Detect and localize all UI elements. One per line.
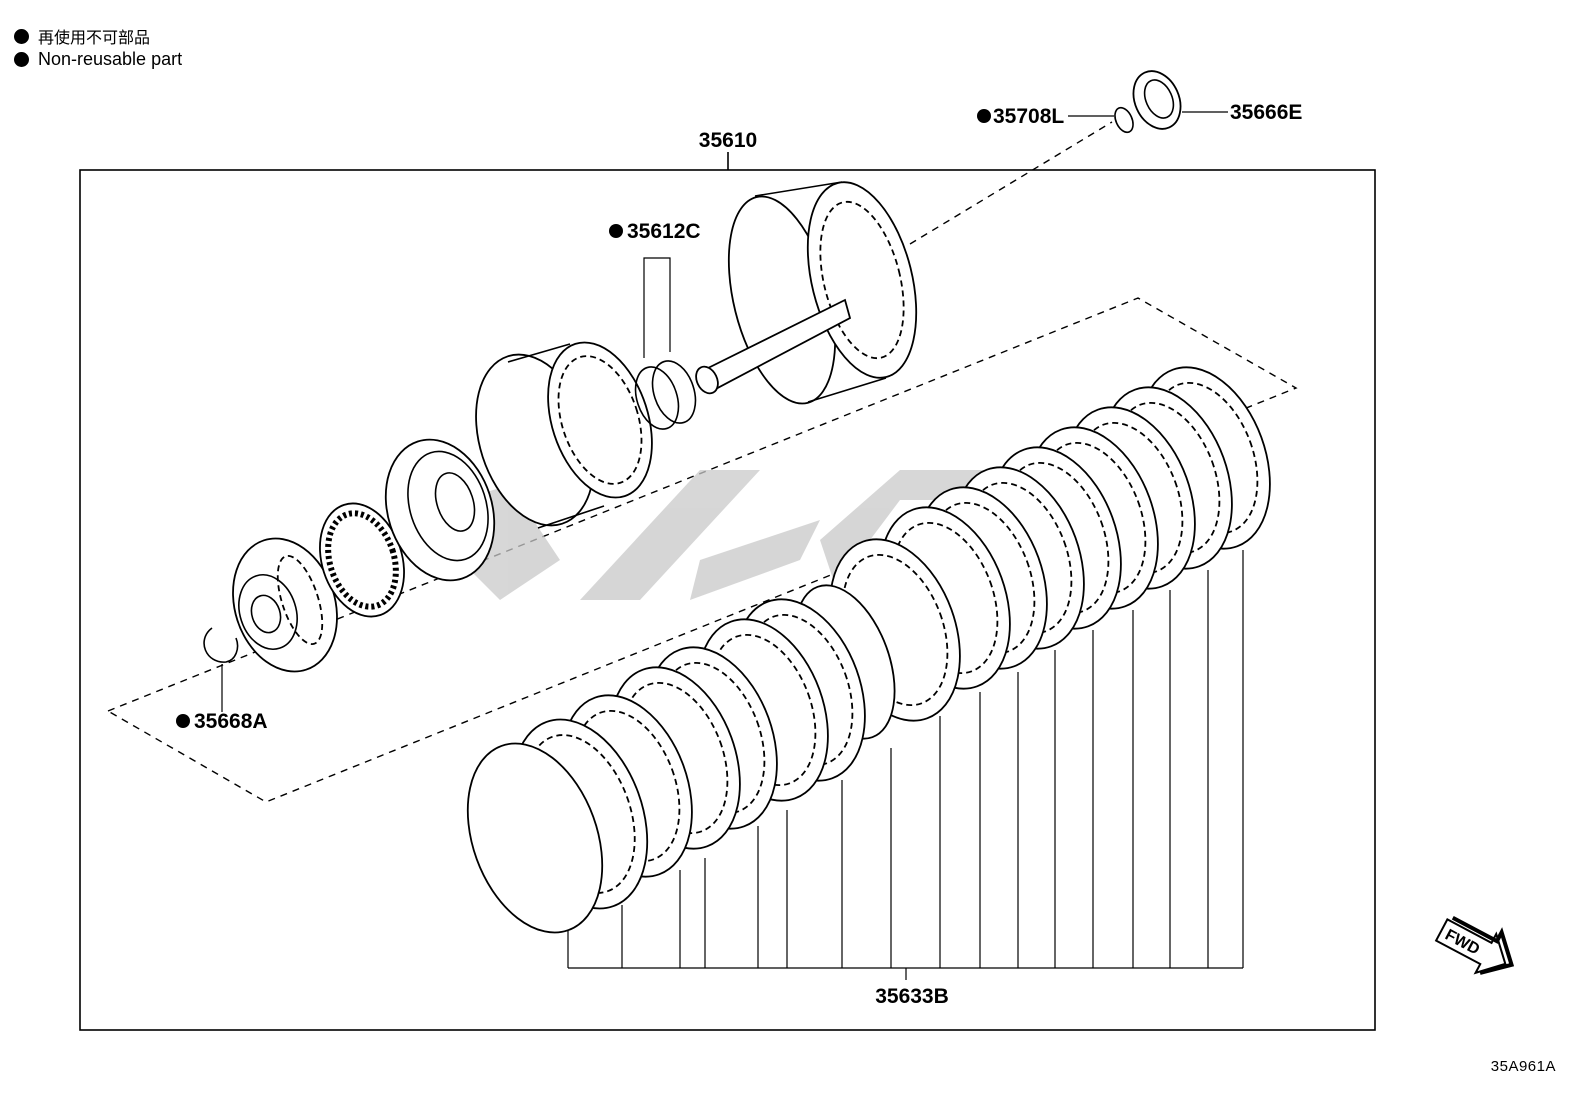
- snap-ring-top: [1114, 106, 1134, 134]
- disc-pack-guide: [106, 297, 1298, 803]
- non-reusable-marker: [609, 224, 623, 238]
- clutch-piston: [384, 438, 496, 582]
- part-number-snap-ring-top: 35708L: [993, 105, 1064, 128]
- clutch-hub: [232, 537, 338, 673]
- bullet-icon: [14, 52, 29, 67]
- legend-non-reusable-jp: 再使用不可部品: [14, 24, 150, 48]
- legend-non-reusable-en: Non-reusable part: [14, 49, 182, 70]
- shaft-axis-guide: [909, 121, 1113, 245]
- snap-ring-left: [203, 627, 239, 663]
- one-way-clutch: [319, 502, 405, 618]
- clutch-drum-outer: [695, 181, 918, 405]
- legend-jp-text: 再使用不可部品: [38, 28, 151, 47]
- thrust-washer: [1132, 70, 1182, 130]
- fwd-arrow-icon: FWD: [1434, 915, 1515, 975]
- clutch-disc-pack: [466, 366, 1271, 934]
- part-number-thrust-washer: 35666E: [1230, 101, 1302, 124]
- seal-ring-leader: [643, 257, 671, 358]
- part-number-clutch-discs: 35633B: [875, 985, 949, 1008]
- bullet-icon: [14, 28, 29, 44]
- legend-en-text: Non-reusable part: [38, 49, 183, 69]
- figure-code: 35A961A: [1490, 1058, 1556, 1075]
- seal-ring-pair: [634, 360, 697, 430]
- part-number-snap-ring-left: 35668A: [194, 710, 268, 733]
- part-number-assembly: 35610: [699, 129, 757, 152]
- part-number-seal-ring: 35612C: [627, 220, 701, 243]
- non-reusable-marker: [176, 714, 190, 728]
- clutch-drum-inner: [475, 341, 653, 529]
- disc-pack-leaders: [567, 550, 1244, 980]
- non-reusable-marker: [977, 109, 991, 123]
